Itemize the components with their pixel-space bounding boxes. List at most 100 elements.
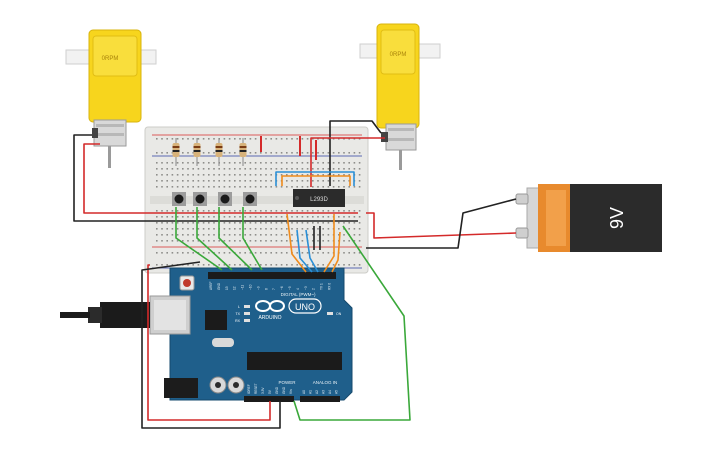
breadboard-hole[interactable]	[270, 174, 272, 176]
breadboard-hole[interactable]	[280, 168, 283, 170]
breadboard-hole[interactable]	[228, 162, 231, 164]
breadboard-hole[interactable]	[156, 162, 158, 164]
breadboard-hole[interactable]	[239, 210, 241, 212]
breadboard-hole[interactable]	[197, 234, 200, 236]
breadboard-hole[interactable]	[249, 216, 252, 218]
breadboard-hole[interactable]	[223, 180, 226, 182]
breadboard-hole[interactable]	[275, 222, 278, 224]
breadboard-hole[interactable]	[223, 222, 226, 224]
breadboard-hole[interactable]	[291, 186, 293, 188]
breadboard-hole[interactable]	[161, 252, 163, 254]
breadboard-hole[interactable]	[192, 186, 194, 188]
breadboard-hole[interactable]	[202, 210, 205, 212]
breadboard-hole[interactable]	[202, 186, 205, 188]
breadboard-hole[interactable]	[270, 264, 272, 266]
breadboard-hole[interactable]	[223, 264, 226, 266]
breadboard-hole[interactable]	[260, 264, 262, 266]
breadboard-hole[interactable]	[166, 168, 168, 170]
breadboard-hole[interactable]	[176, 252, 179, 254]
breadboard-hole[interactable]	[192, 240, 194, 242]
breadboard-hole[interactable]	[156, 234, 158, 236]
breadboard-hole[interactable]	[202, 168, 205, 170]
breadboard-hole[interactable]	[280, 222, 283, 224]
breadboard-hole[interactable]	[358, 240, 361, 242]
breadboard-hole[interactable]	[260, 228, 262, 230]
breadboard-hole[interactable]	[322, 152, 324, 154]
breadboard-hole[interactable]	[234, 234, 236, 236]
breadboard-hole[interactable]	[166, 240, 168, 242]
breadboard-hole[interactable]	[338, 234, 340, 236]
breadboard-hole[interactable]	[317, 174, 319, 176]
breadboard-hole[interactable]	[182, 234, 184, 236]
breadboard-hole[interactable]	[223, 186, 226, 188]
breadboard-hole[interactable]	[301, 228, 304, 230]
breadboard-hole[interactable]	[353, 210, 356, 212]
breadboard-hole[interactable]	[197, 162, 200, 164]
breadboard-hole[interactable]	[265, 174, 267, 176]
breadboard-hole[interactable]	[197, 240, 200, 242]
breadboard-hole[interactable]	[208, 186, 210, 188]
breadboard-hole[interactable]	[254, 234, 257, 236]
breadboard-hole[interactable]	[228, 264, 231, 266]
breadboard-hole[interactable]	[249, 210, 252, 212]
breadboard-hole[interactable]	[161, 152, 163, 154]
breadboard-hole[interactable]	[270, 216, 272, 218]
breadboard-hole[interactable]	[161, 138, 163, 140]
breadboard-hole[interactable]	[249, 152, 252, 154]
breadboard-hole[interactable]	[228, 186, 231, 188]
breadboard-hole[interactable]	[202, 180, 205, 182]
breadboard-hole[interactable]	[228, 234, 231, 236]
breadboard-hole[interactable]	[244, 168, 246, 170]
breadboard-hole[interactable]	[208, 210, 210, 212]
breadboard-hole[interactable]	[296, 174, 298, 176]
breadboard-hole[interactable]	[187, 138, 189, 140]
breadboard-hole[interactable]	[312, 180, 314, 182]
breadboard-hole[interactable]	[260, 180, 262, 182]
breadboard-hole[interactable]	[208, 162, 210, 164]
breadboard-hole[interactable]	[301, 210, 304, 212]
breadboard-hole[interactable]	[182, 222, 184, 224]
breadboard-hole[interactable]	[156, 180, 158, 182]
breadboard-hole[interactable]	[291, 216, 293, 218]
breadboard-hole[interactable]	[348, 252, 350, 254]
breadboard-hole[interactable]	[306, 162, 309, 164]
breadboard-hole[interactable]	[275, 252, 278, 254]
breadboard-hole[interactable]	[234, 222, 236, 224]
breadboard-hole[interactable]	[213, 186, 215, 188]
breadboard-hole[interactable]	[161, 264, 163, 266]
breadboard-hole[interactable]	[228, 222, 231, 224]
breadboard-hole[interactable]	[166, 228, 168, 230]
breadboard-hole[interactable]	[223, 252, 226, 254]
breadboard-hole[interactable]	[187, 174, 189, 176]
breadboard-hole[interactable]	[213, 210, 215, 212]
breadboard-hole[interactable]	[208, 174, 210, 176]
breadboard-hole[interactable]	[166, 216, 168, 218]
breadboard-hole[interactable]	[218, 168, 220, 170]
breadboard-hole[interactable]	[218, 264, 220, 266]
breadboard-hole[interactable]	[176, 174, 179, 176]
breadboard-hole[interactable]	[187, 186, 189, 188]
breadboard-hole[interactable]	[176, 186, 179, 188]
breadboard-hole[interactable]	[182, 162, 184, 164]
breadboard-hole[interactable]	[202, 228, 205, 230]
breadboard-hole[interactable]	[338, 162, 340, 164]
breadboard-hole[interactable]	[265, 228, 267, 230]
breadboard-hole[interactable]	[208, 152, 210, 154]
breadboard-hole[interactable]	[208, 216, 210, 218]
breadboard-hole[interactable]	[244, 228, 246, 230]
breadboard-hole[interactable]	[265, 186, 267, 188]
breadboard-hole[interactable]	[239, 138, 241, 140]
breadboard-hole[interactable]	[312, 234, 314, 236]
breadboard-hole[interactable]	[171, 152, 174, 154]
breadboard-hole[interactable]	[239, 180, 241, 182]
breadboard-hole[interactable]	[187, 234, 189, 236]
breadboard-hole[interactable]	[296, 252, 298, 254]
breadboard-hole[interactable]	[166, 264, 168, 266]
breadboard-hole[interactable]	[348, 240, 350, 242]
breadboard-hole[interactable]	[176, 234, 179, 236]
breadboard-hole[interactable]	[187, 222, 189, 224]
breadboard-hole[interactable]	[202, 252, 205, 254]
breadboard-hole[interactable]	[322, 168, 324, 170]
breadboard-hole[interactable]	[239, 168, 241, 170]
breadboard-hole[interactable]	[301, 264, 304, 266]
